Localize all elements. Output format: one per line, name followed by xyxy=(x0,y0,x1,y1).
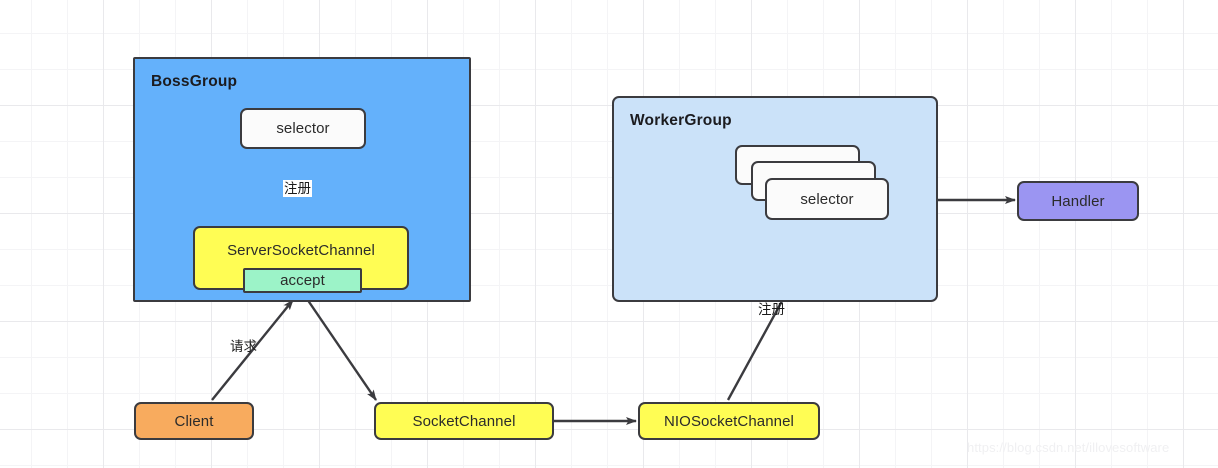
node-selector-worker-label: selector xyxy=(800,190,854,208)
node-handler[interactable]: Handler xyxy=(1017,181,1139,221)
node-client-label: Client xyxy=(174,412,214,430)
node-serversocketchannel-label: ServerSocketChannel xyxy=(227,242,375,259)
edge-label-request: 请求 xyxy=(230,339,257,354)
node-selector-boss[interactable]: selector xyxy=(240,108,366,149)
watermark: https://blog.csdn.net/illovesoftware xyxy=(967,440,1170,455)
node-accept[interactable]: accept xyxy=(243,268,362,293)
node-selector-worker[interactable]: selector xyxy=(765,178,889,220)
node-niosocketchannel-label: NIOSocketChannel xyxy=(663,412,794,430)
group-bossgroup-label: BossGroup xyxy=(151,73,238,90)
node-socketchannel-label: SocketChannel xyxy=(412,412,516,430)
node-accept-label: accept xyxy=(280,272,325,289)
edge-label-register-worker: 注册 xyxy=(758,302,785,317)
node-niosocketchannel[interactable]: NIOSocketChannel xyxy=(638,402,820,440)
node-socketchannel[interactable]: SocketChannel xyxy=(374,402,554,440)
node-handler-label: Handler xyxy=(1051,192,1105,210)
edge-accept-to-socketchannel xyxy=(304,295,377,401)
node-client[interactable]: Client xyxy=(134,402,254,440)
edge-label-register-boss: 注册 xyxy=(283,180,312,197)
node-selector-boss-label: selector xyxy=(276,120,330,137)
group-workergroup-label: WorkerGroup xyxy=(630,112,732,129)
